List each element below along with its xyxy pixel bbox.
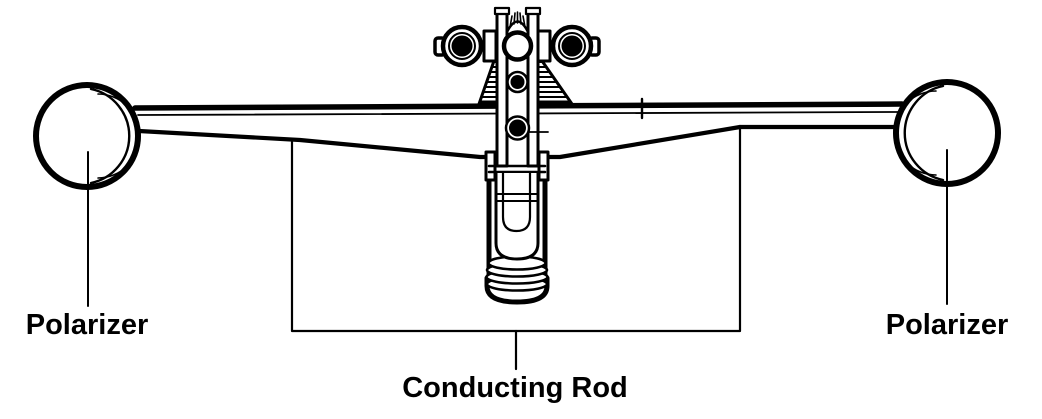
- central-bearing: [501, 30, 534, 62]
- stem-inner-tube: [494, 171, 540, 261]
- upper-pin: [506, 70, 529, 94]
- lower-pin: [504, 115, 549, 141]
- central-pivot-assembly: [433, 6, 601, 305]
- label-polarizer-right: Polarizer: [885, 309, 1009, 341]
- knob-mount-right: [536, 29, 552, 63]
- stem-thread-rings: [484, 255, 550, 305]
- label-polarizer-left: Polarizer: [25, 309, 149, 341]
- adjustment-knob-left: [433, 24, 484, 68]
- label-conducting-rod: Conducting Rod: [402, 372, 628, 404]
- conducting-rod-bracket: [290, 124, 742, 371]
- adjustment-knob-right: [550, 24, 601, 68]
- polarizer-sphere-right: [893, 79, 1001, 187]
- knob-mount-left: [482, 29, 498, 63]
- stem-cap: [487, 164, 547, 174]
